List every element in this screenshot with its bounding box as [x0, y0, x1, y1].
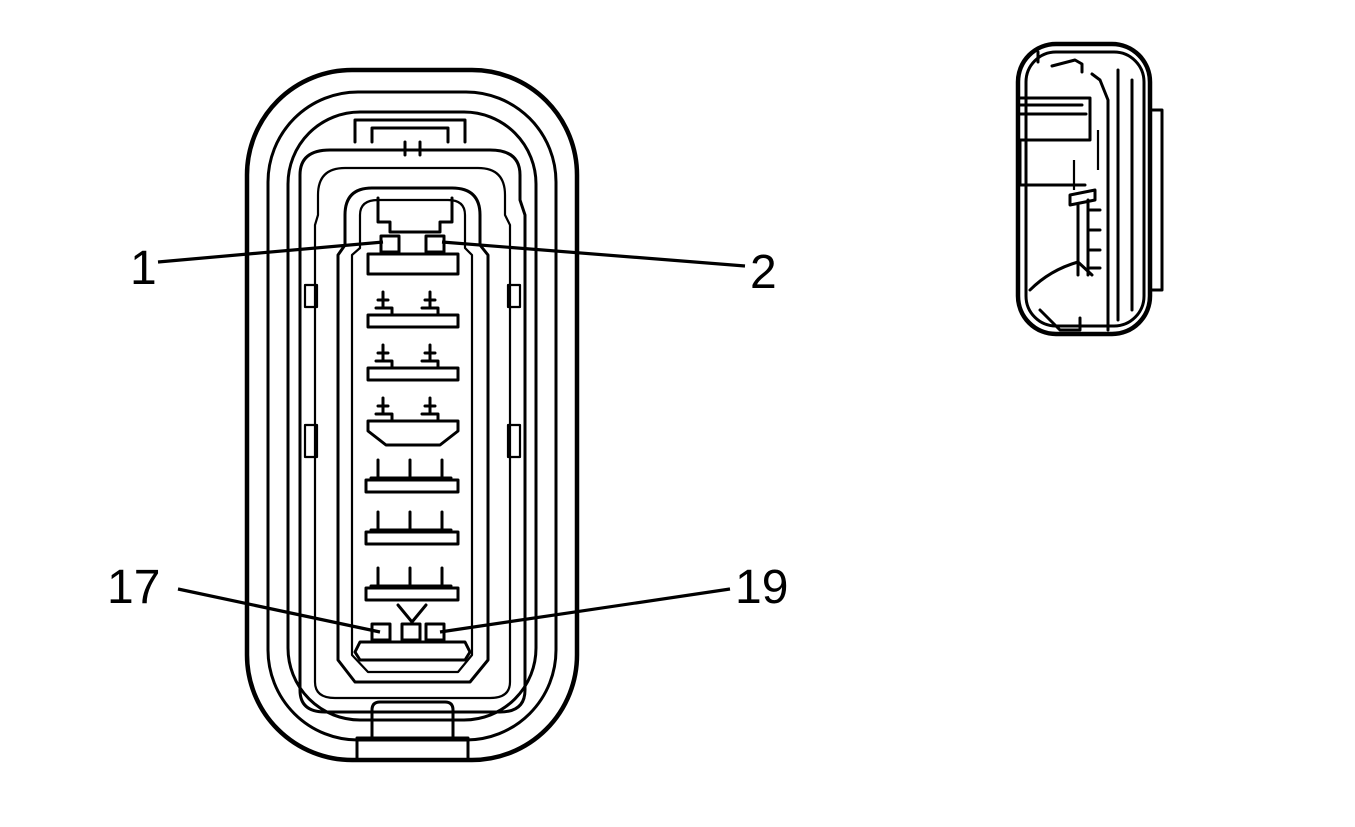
pin-1-leader: [157, 240, 384, 264]
terminal-row-5: [364, 458, 460, 494]
terminal-cavity: [336, 186, 490, 684]
terminal-row-1-bar: [366, 252, 460, 276]
connector-side-view: [1015, 41, 1164, 337]
terminal-row-2: [366, 290, 460, 329]
pin-2-leader: [441, 240, 746, 268]
pin-17-label: 17: [107, 561, 160, 614]
connector-face-view: [244, 67, 580, 763]
terminal-row-3: [366, 343, 460, 382]
connector-outer-shell: [244, 67, 580, 763]
left-side-slot-2: [303, 423, 319, 459]
connector-inner-ring: [286, 110, 538, 722]
pin-17-leader: [177, 587, 381, 634]
pin-19-leader: [439, 587, 731, 634]
bottom-latch: [355, 700, 470, 762]
pin-1-terminal: [379, 234, 401, 254]
terminal-row-6: [364, 510, 460, 546]
right-side-slot: [506, 283, 522, 309]
left-side-slot: [303, 283, 319, 309]
terminal-cavity-inner: [350, 198, 474, 674]
right-side-slot-2: [506, 423, 522, 459]
inner-housing: [298, 148, 527, 714]
top-latch: [353, 118, 467, 157]
pin-19-label: 19: [735, 561, 788, 614]
pin-2-label: 2: [750, 246, 777, 299]
inner-housing-2: [313, 166, 512, 700]
terminal-row-4: [366, 396, 460, 447]
pin-2-terminal: [424, 234, 446, 254]
terminal-row-7: [364, 566, 460, 602]
terminal-row-8: [353, 603, 472, 662]
pin-1-label: 1: [130, 242, 157, 295]
connector-shell-ring: [266, 90, 558, 742]
top-key-block: [376, 196, 454, 234]
